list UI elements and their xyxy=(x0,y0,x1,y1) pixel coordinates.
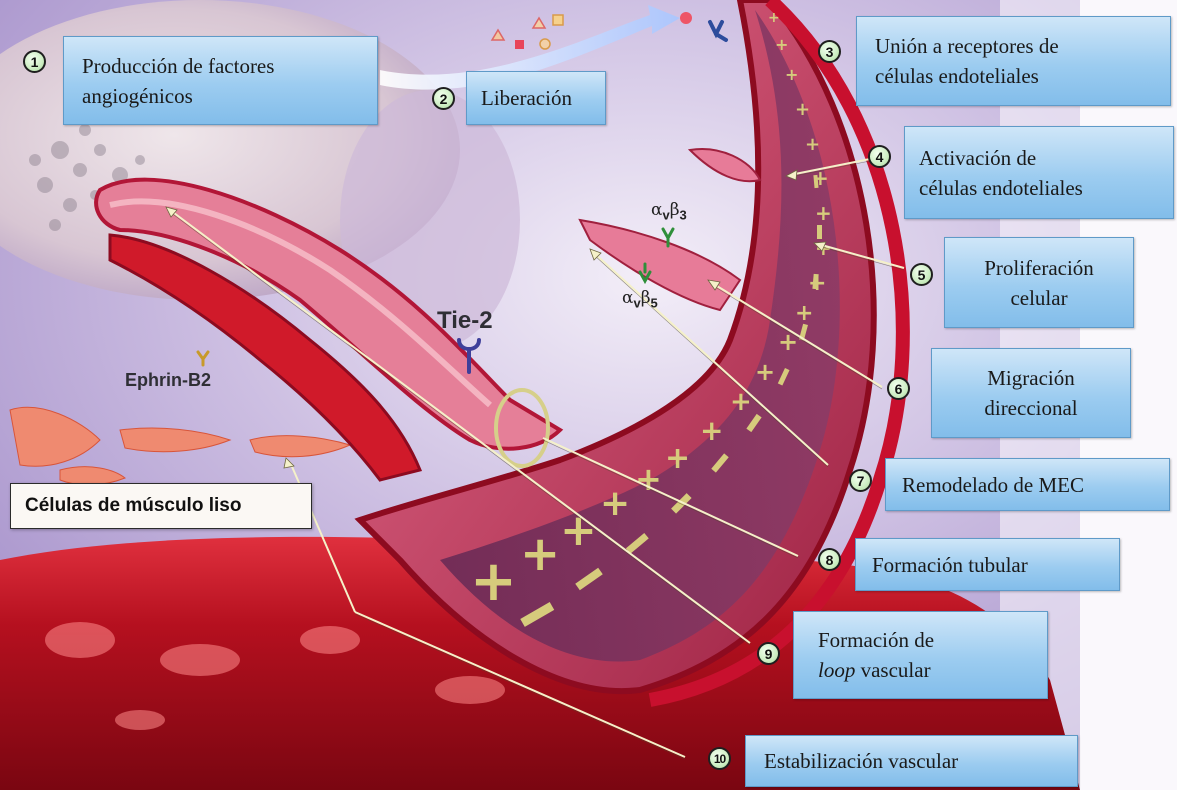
step-2-badge: 2 xyxy=(432,87,455,110)
svg-text:+: + xyxy=(785,65,798,84)
step-6-box: Migración direccional xyxy=(931,348,1131,438)
step-3-text: Unión a receptores de células endotelial… xyxy=(875,31,1059,91)
svg-text:+: + xyxy=(700,414,723,447)
step-5-badge: 5 xyxy=(910,263,933,286)
step-8-badge: 8 xyxy=(818,548,841,571)
smooth-muscle-label: Células de músculo liso xyxy=(25,495,241,517)
svg-text:+: + xyxy=(805,134,820,155)
step-9-line1: Formación de xyxy=(818,628,934,652)
integrin-b5-v: v xyxy=(633,295,640,310)
svg-text:+: + xyxy=(768,10,780,26)
step-2-text: Liberación xyxy=(481,83,572,113)
svg-text:+: + xyxy=(560,505,597,556)
ephrin-label: Ephrin-B2 xyxy=(125,370,211,391)
step-8-text: Formación tubular xyxy=(872,550,1028,580)
step-4-box: Activación de células endoteliales xyxy=(904,126,1174,219)
step-6-text: Migración direccional xyxy=(984,363,1077,423)
step-2-box: Liberación xyxy=(466,71,606,125)
step-10-box: Estabilización vascular xyxy=(745,735,1078,787)
svg-text:+: + xyxy=(795,301,813,326)
step-10-text: Estabilización vascular xyxy=(764,746,958,776)
step-4-badge: 4 xyxy=(868,145,891,168)
svg-text:+: + xyxy=(730,387,752,417)
step-1-text: Producción de factores angiogénicos xyxy=(82,51,274,111)
svg-text:+: + xyxy=(778,328,798,356)
svg-text:+: + xyxy=(600,483,630,524)
svg-text:+: + xyxy=(775,35,788,54)
step-7-box: Remodelado de MEC xyxy=(885,458,1170,511)
tie2-label: Tie-2 xyxy=(437,307,493,335)
step-1-badge: 1 xyxy=(23,50,46,73)
step-6-badge: 6 xyxy=(887,377,910,400)
integrin-b3-alpha: α xyxy=(651,200,662,220)
svg-text:+: + xyxy=(635,460,662,498)
integrin-b3-sub: 3 xyxy=(680,207,687,222)
svg-text:+: + xyxy=(470,549,517,614)
step-7-badge: 7 xyxy=(849,469,872,492)
step-9-box: Formación de loop vascular xyxy=(793,611,1048,699)
integrin-b5-alpha: α xyxy=(622,288,633,308)
integrin-b5-sub: 5 xyxy=(651,295,658,310)
integrin-avb5-label: αvβ5 xyxy=(622,288,658,310)
step-9-rest: vascular xyxy=(855,658,930,682)
integrin-b5-beta: β xyxy=(641,288,651,308)
step-10-badge: 10 xyxy=(708,747,731,770)
svg-text:+: + xyxy=(520,526,560,582)
step-3-box: Unión a receptores de células endotelial… xyxy=(856,16,1171,106)
step-9-badge: 9 xyxy=(757,642,780,665)
step-9-text: Formación de loop vascular xyxy=(818,625,934,685)
step-7-text: Remodelado de MEC xyxy=(902,470,1084,500)
integrin-avb3-label: αvβ3 xyxy=(651,200,687,222)
step-3-badge: 3 xyxy=(818,40,841,63)
step-5-box: Proliferación celular xyxy=(944,237,1134,328)
step-8-box: Formación tubular xyxy=(855,538,1120,591)
smooth-muscle-label-box: Células de músculo liso xyxy=(10,483,312,529)
integrin-b3-beta: β xyxy=(670,200,680,220)
svg-text:+: + xyxy=(755,358,775,386)
integrin-b3-v: v xyxy=(662,207,669,222)
step-1-box: Producción de factores angiogénicos xyxy=(63,36,378,125)
svg-text:+: + xyxy=(665,441,690,476)
step-5-text: Proliferación celular xyxy=(984,253,1094,313)
svg-text:+: + xyxy=(795,99,810,120)
step-4-text: Activación de células endoteliales xyxy=(919,143,1083,203)
svg-text:+: + xyxy=(815,201,832,225)
step-9-italic: loop xyxy=(818,658,855,682)
